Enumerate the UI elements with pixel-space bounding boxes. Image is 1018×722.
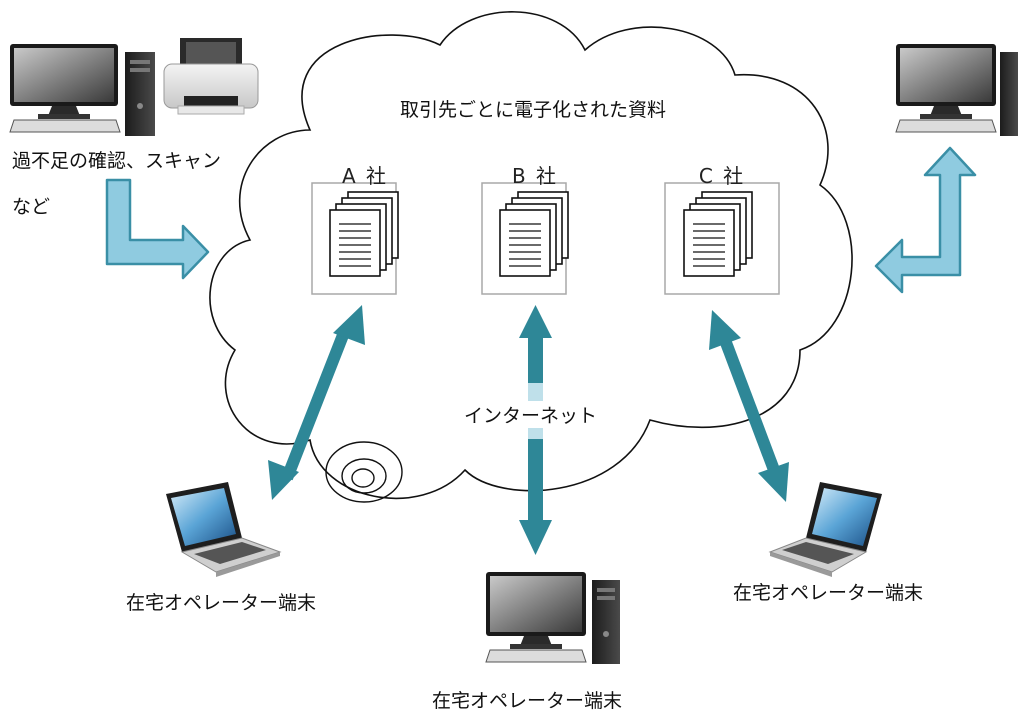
desktop-computer-icon (895, 44, 1018, 136)
office-caption-line1: 過不足の確認、スキャン (12, 150, 222, 172)
company-a-label: A 社 (341, 164, 389, 188)
block-arrow-cloud-to-right-desktop (874, 146, 977, 294)
right-laptop-label: 在宅オペレーター端末 (733, 582, 924, 604)
double-arrow-c-to-right-laptop (709, 310, 789, 502)
document-stack-icon (499, 191, 569, 277)
company-c-label: C 社 (698, 164, 746, 188)
laptop-icon (166, 482, 282, 577)
company-b-label: B 社 (511, 164, 559, 188)
double-arrow-a-to-left-laptop (268, 305, 365, 500)
internet-label: インターネット (460, 401, 602, 428)
bottom-desktop-label: 在宅オペレーター端末 (432, 690, 623, 712)
left-laptop-label: 在宅オペレーター端末 (126, 592, 317, 614)
printer-icon (163, 38, 259, 115)
document-stack-icon (683, 191, 753, 277)
block-arrow-office-to-cloud (105, 178, 210, 280)
office-caption-line2: など (12, 196, 51, 218)
document-stack-icon (329, 191, 399, 277)
desktop-computer-icon (485, 572, 620, 664)
desktop-computer-icon (9, 44, 155, 136)
cloud-title: 取引先ごとに電子化された資料 (400, 99, 667, 121)
laptop-icon (768, 482, 882, 577)
